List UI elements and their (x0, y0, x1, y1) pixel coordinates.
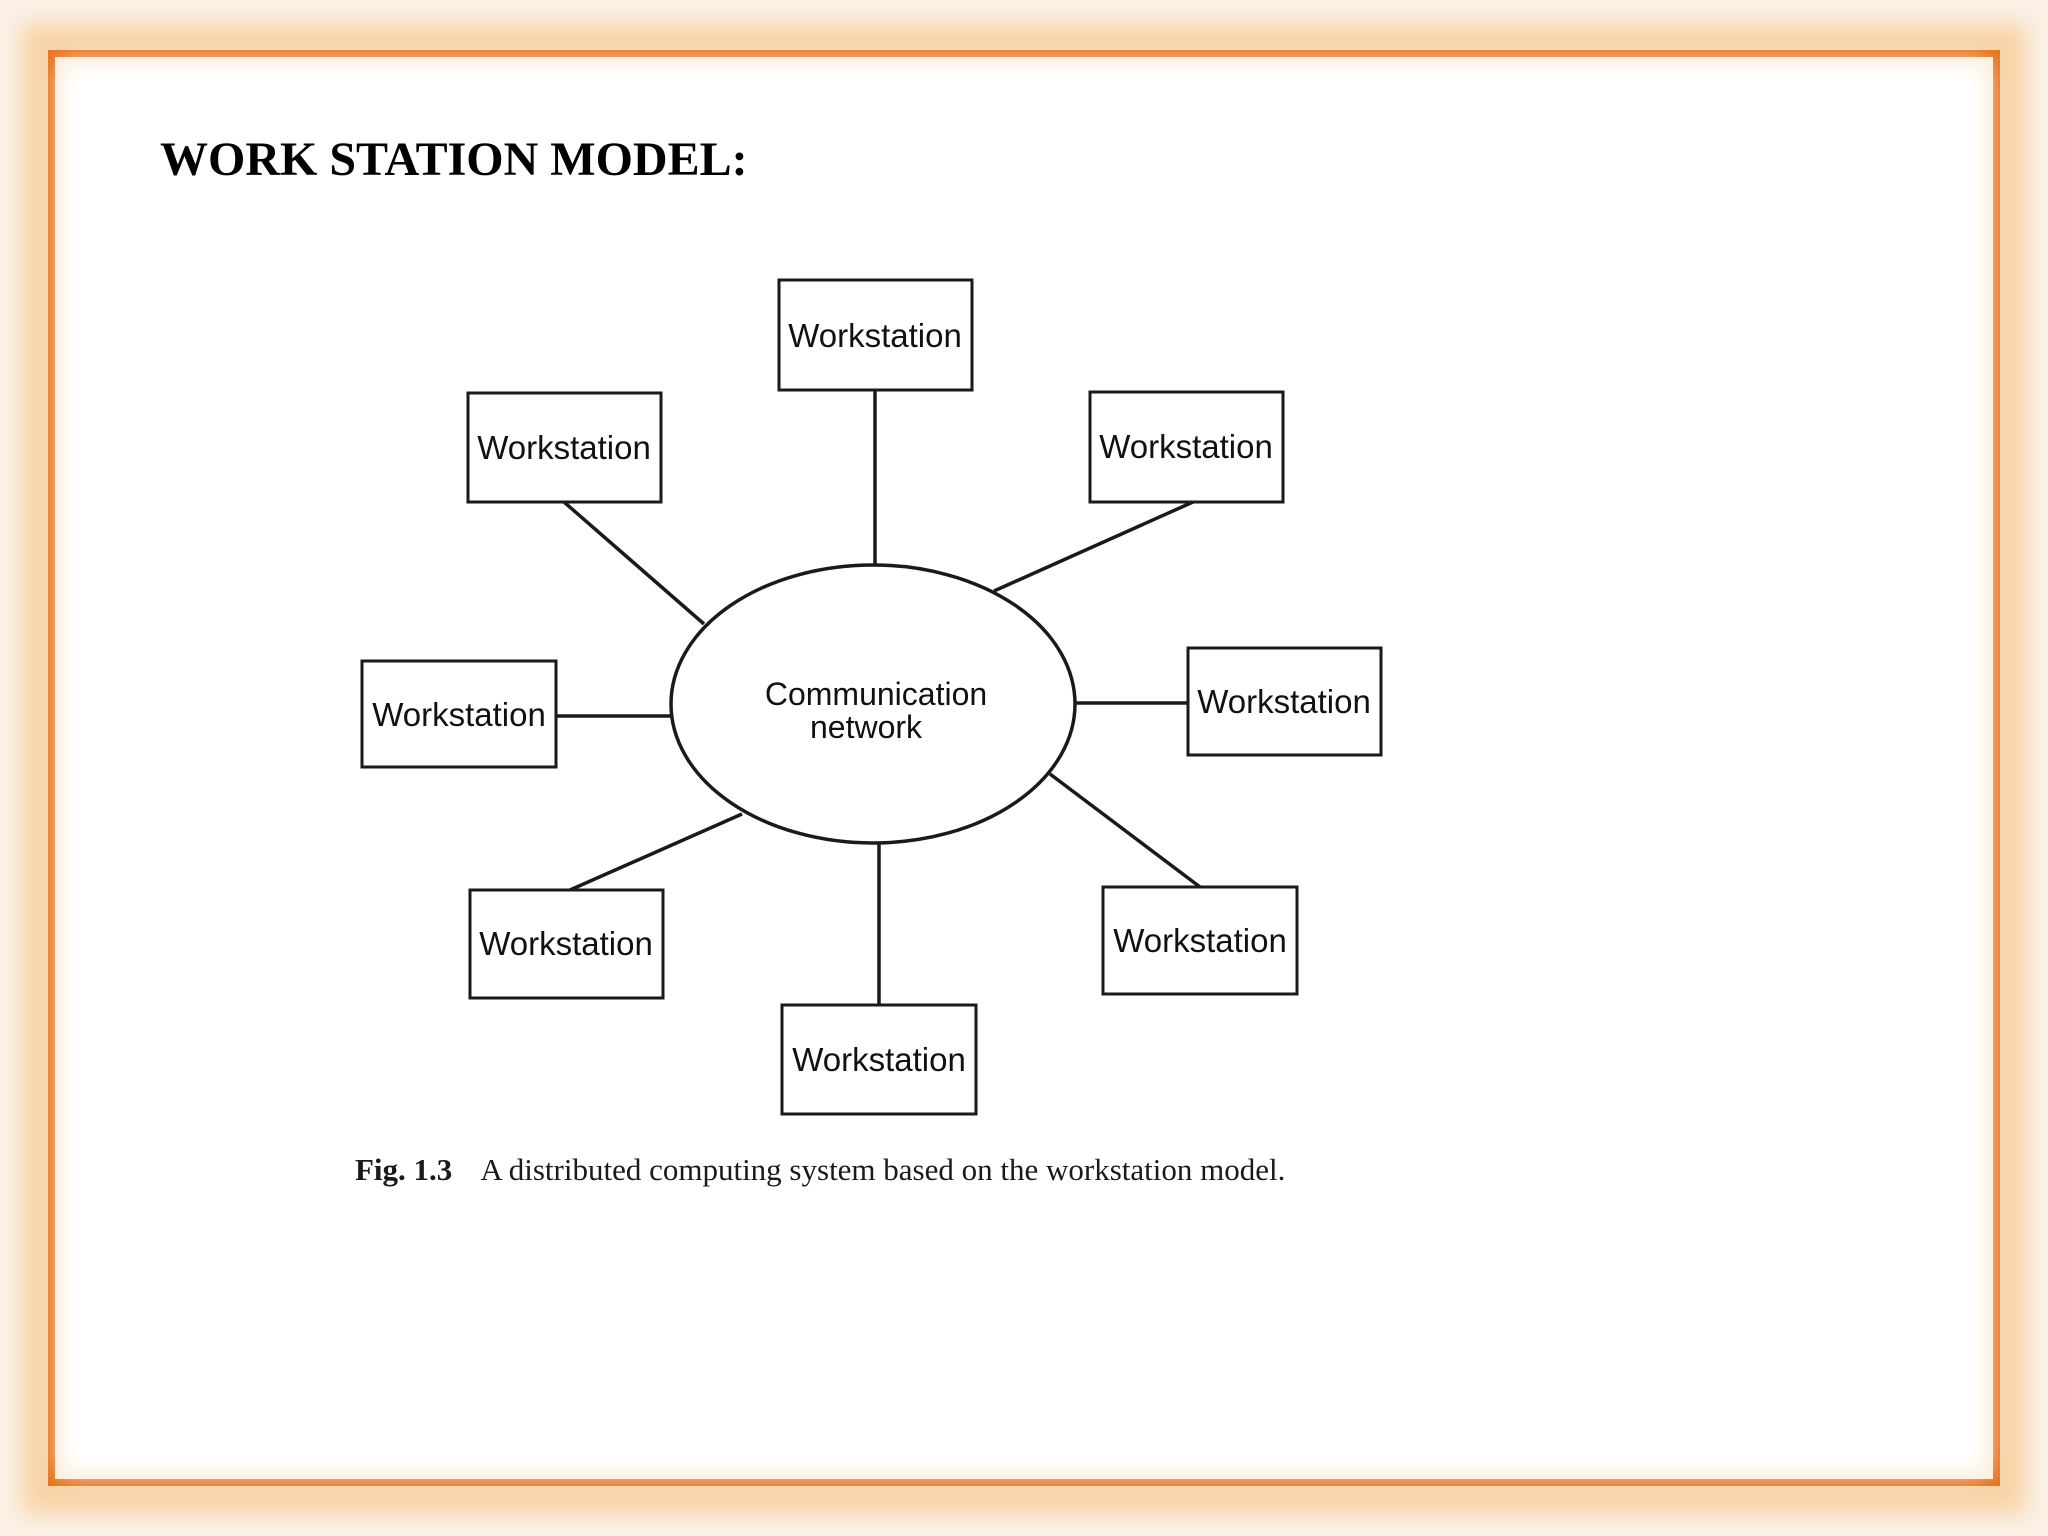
workstation-label: Workstation (1113, 922, 1287, 959)
link-top-right (993, 500, 1194, 593)
workstation-label: Workstation (372, 696, 546, 733)
workstation-left: Workstation (360, 659, 558, 769)
link-bottom-left (569, 812, 743, 892)
hub-label-line1: Communication (765, 676, 987, 712)
workstation-bottom-right: Workstation (1101, 885, 1299, 996)
workstation-bottom-left: Workstation (468, 888, 665, 1000)
workstation-bottom: Workstation (780, 1003, 978, 1116)
workstation-label: Workstation (788, 317, 962, 354)
link-bottom-right (1048, 772, 1202, 889)
workstation-label: Workstation (1099, 428, 1273, 465)
figure-caption: Fig. 1.3 A distributed computing system b… (355, 1152, 1285, 1188)
workstation-top-right: Workstation (1088, 390, 1285, 504)
workstation-top-left: Workstation (466, 391, 663, 504)
communication-network-hub (669, 563, 1077, 845)
workstation-label: Workstation (479, 925, 653, 962)
workstation-label: Workstation (477, 429, 651, 466)
hub-label-line2: network (810, 709, 923, 745)
workstation-right: Workstation (1186, 646, 1383, 757)
figure-caption-text: A distributed computing system based on … (480, 1152, 1286, 1187)
slide-title: WORK STATION MODEL: (160, 133, 748, 186)
workstation-top: Workstation (777, 278, 974, 392)
link-top-left (562, 500, 706, 626)
workstation-label: Workstation (792, 1041, 966, 1078)
workstation-label: Workstation (1197, 683, 1371, 720)
figure-number: Fig. 1.3 (355, 1152, 453, 1187)
